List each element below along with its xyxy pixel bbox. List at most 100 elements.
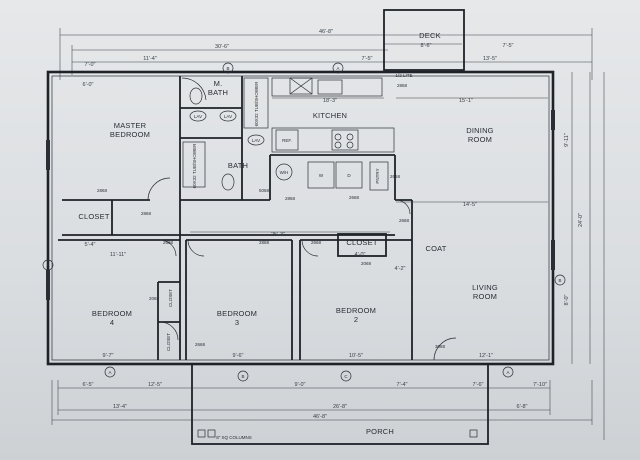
dim-b2-bottom: 10'-5" — [349, 353, 363, 359]
door-swings — [147, 77, 457, 361]
master-bedroom-label-1: MASTER — [114, 121, 147, 130]
door-tag-8: 5068 — [259, 188, 270, 193]
door-tag-2: 2868 — [141, 211, 152, 216]
dim-closet-d: 5'-4" — [85, 242, 96, 248]
dryer-label: D — [347, 173, 351, 178]
dim-right-seg2: 9'-11" — [564, 133, 570, 147]
top-dimensions — [59, 28, 593, 80]
toilet-1 — [189, 87, 203, 105]
marker-3: A — [108, 370, 111, 375]
lite-label: 1/2 LITE — [395, 73, 412, 78]
lav-label-2: LAV — [224, 114, 232, 119]
door-tag-13: 3068 — [435, 344, 446, 349]
porch-label: PORCH — [366, 427, 394, 436]
dim-closet-w: 4'-0" — [355, 252, 366, 258]
dim-b4-w: 11'-11" — [110, 252, 126, 258]
water-heater-label: W/H — [280, 170, 289, 175]
dim-top-seg2: 7'-5" — [362, 56, 373, 62]
dim-dining-b: 14'-5" — [463, 202, 477, 208]
master-closet-label: CLOSET — [78, 212, 109, 221]
bedroom-4-closet-a-label: CLOSET — [168, 289, 173, 307]
tub-label-2: 60X32 TUB/SHOWER — [192, 143, 197, 188]
dim-right-total: 24'-0" — [578, 213, 584, 227]
dim-deck-right: 7'-5" — [503, 43, 514, 49]
lav-label-3: LAV — [252, 138, 260, 143]
living-room-label-2: ROOM — [473, 292, 497, 301]
dim-bot-seg6: 7'-10" — [533, 382, 547, 388]
living-room-label-1: LIVING — [472, 283, 498, 292]
dim-mb-side: 6'-0" — [83, 82, 94, 88]
marker-8: B — [226, 66, 229, 71]
door-tag-7: 2668 — [311, 240, 322, 245]
ref-label: REF. — [282, 138, 292, 143]
dim-top-left: 7'-0" — [85, 62, 96, 68]
dim-deck-left: 8'-6" — [421, 43, 432, 49]
bedroom-3-label-2: 3 — [235, 318, 239, 327]
door-tag-14: 2868 — [397, 83, 408, 88]
bedroom-4-label-2: 4 — [110, 318, 114, 327]
bedroom-2-label-1: BEDROOM — [336, 306, 376, 315]
marker-5: C — [344, 374, 348, 379]
dim-overall-top: 46'-8" — [319, 29, 333, 35]
lav-oval-2 — [219, 110, 237, 122]
dim-bot-seg5: 7'-6" — [473, 382, 484, 388]
bedroom-2-label-2: 2 — [354, 315, 358, 324]
dim-kitchen-w: 18'-3" — [323, 98, 337, 104]
bedroom-4-label-1: BEDROOM — [92, 309, 132, 318]
marker-6: A — [506, 370, 509, 375]
columns-note: 8" SQ COLUMNS — [216, 435, 252, 440]
lav-oval-3 — [247, 134, 265, 146]
master-bath-label-2: BATH — [208, 88, 228, 97]
bedroom-4-closet-b-label: CLOSET — [166, 333, 171, 351]
lav-label-1: LAV — [194, 114, 202, 119]
door-tag-4: 2068 — [149, 296, 160, 301]
dim-right-seg: 8'-0" — [564, 294, 570, 305]
dim-b3-bottom: 9'-6" — [233, 353, 244, 359]
door-tag-12: 2668 — [399, 218, 410, 223]
column-2 — [207, 429, 216, 438]
master-bedroom-label-2: BEDROOM — [110, 130, 150, 139]
hall-closet-label: CLOSET — [346, 238, 377, 247]
dim-closet-w2: 4'-2" — [395, 266, 406, 272]
marker-7: A — [336, 66, 339, 71]
dim-hall-w: 25'-3" — [271, 232, 285, 238]
door-tag-6: 2868 — [259, 240, 270, 245]
deck-outline — [383, 9, 465, 71]
interior-walls — [58, 76, 548, 360]
dining-room-label-1: DINING — [466, 126, 493, 135]
deck-label: DECK — [419, 31, 441, 40]
door-tag-9: 2868 — [285, 196, 296, 201]
door-tag-10: 2668 — [349, 195, 360, 200]
dim-bot-seg1: 6'-5" — [83, 382, 94, 388]
toilet-2 — [221, 173, 235, 191]
dim-bot-seg2: 12'-5" — [148, 382, 162, 388]
porch-outline — [191, 363, 489, 445]
bottom-dimensions — [51, 380, 593, 425]
door-tag-5: 2668 — [195, 342, 206, 347]
dining-room-label-2: ROOM — [468, 135, 492, 144]
lav-oval-1 — [189, 110, 207, 122]
door-tag-11: 2068 — [361, 261, 372, 266]
bath-label: BATH — [228, 161, 248, 170]
marker-2: B — [558, 278, 561, 283]
dim-top-seg1: 11'-4" — [143, 56, 157, 62]
windows — [46, 110, 555, 300]
pantry-label: PNTRY — [375, 168, 380, 183]
dim-bot-mid: 26'-8" — [333, 404, 347, 410]
washer-label: W — [319, 173, 324, 178]
dim-dining-w: 15'-1" — [459, 98, 473, 104]
tub-label-1: 60X32 TUB/SHOWER — [254, 81, 259, 126]
column-3 — [469, 429, 478, 438]
marker-1: A — [46, 263, 49, 268]
dim-bot-left: 13'-4" — [113, 404, 127, 410]
dim-top-seg3: 13'-5" — [483, 56, 497, 62]
master-bath-label-1: M. — [214, 79, 223, 88]
kitchen-label: KITCHEN — [313, 111, 347, 120]
column-1 — [197, 429, 206, 438]
dim-liv-bottom: 12'-1" — [479, 353, 493, 359]
door-tag-3: 2668 — [163, 240, 174, 245]
dim-bot-seg4: 7'-4" — [397, 382, 408, 388]
door-tag-15: 2668 — [390, 174, 401, 179]
